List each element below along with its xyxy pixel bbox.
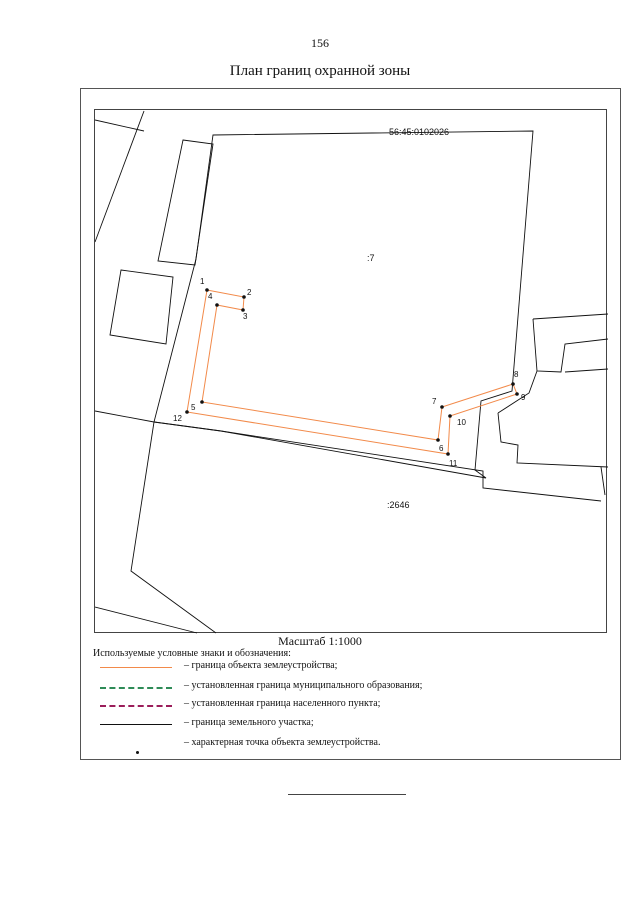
parcel-label-7: :7 xyxy=(367,253,375,263)
parcel-line xyxy=(95,606,198,634)
point-label: 12 xyxy=(173,414,182,423)
legend-text: – граница земельного участка; xyxy=(184,717,314,728)
legend-item-parcel-boundary: – граница земельного участка; xyxy=(100,717,460,733)
legend-title: Используемые условные знаки и обозначени… xyxy=(93,648,291,659)
point-label: 2 xyxy=(247,288,252,297)
scale-label: Масштаб 1:1000 xyxy=(278,634,362,648)
legend-text: – установленная граница населенного пунк… xyxy=(184,698,381,709)
point-label: 10 xyxy=(457,418,466,427)
parcel-line xyxy=(564,368,608,373)
characteristic-points xyxy=(185,288,519,456)
object-boundary-swatch xyxy=(100,667,172,668)
legend-item-municipal-boundary: – установленная граница муниципального о… xyxy=(100,680,460,696)
point-label: 7 xyxy=(432,397,437,406)
characteristic-point xyxy=(242,295,246,299)
characteristic-point xyxy=(515,392,519,396)
settlement-boundary-swatch xyxy=(100,705,172,707)
characteristic-point xyxy=(215,303,219,307)
legend-item-settlement-boundary: – установленная граница населенного пунк… xyxy=(100,698,460,714)
legend-text: – установленная граница муниципального о… xyxy=(184,680,423,691)
parcel-line xyxy=(497,370,538,414)
object-boundary xyxy=(186,289,518,455)
characteristic-point xyxy=(511,382,515,386)
point-label: 9 xyxy=(521,393,526,402)
point-label: 1 xyxy=(200,277,205,286)
characteristic-point xyxy=(436,438,440,442)
legend-text: – граница объекта землеустройства; xyxy=(184,660,338,671)
parcel-line xyxy=(95,119,145,132)
footer-rule xyxy=(288,794,406,795)
page-number: 156 xyxy=(311,36,329,50)
characteristic-point xyxy=(446,452,450,456)
parcel-line xyxy=(532,318,608,373)
point-label: 4 xyxy=(208,292,213,301)
parcel-boundary-swatch xyxy=(100,724,172,725)
characteristic-point xyxy=(440,405,444,409)
parcel-main xyxy=(153,130,534,479)
characteristic-point xyxy=(205,288,209,292)
point-label: 6 xyxy=(439,444,444,453)
legend-item-object-boundary: – граница объекта землеустройства; xyxy=(100,660,460,676)
legend-item-characteristic-point: – характерная точка объекта землеустройс… xyxy=(100,737,460,754)
point-marker-icon xyxy=(136,751,139,754)
parcel-building xyxy=(109,269,174,345)
parcel-line xyxy=(130,421,217,634)
municipal-boundary-swatch xyxy=(100,687,172,689)
page-title: План границ охранной зоны xyxy=(229,63,411,79)
parcel-line xyxy=(600,466,606,496)
parcel-line xyxy=(95,410,602,502)
parcel-line xyxy=(532,313,608,320)
cadastral-block-label: 56:45:0102026 xyxy=(389,127,449,137)
object-boundary-line xyxy=(186,289,518,455)
point-label: 8 xyxy=(514,370,519,379)
characteristic-point xyxy=(448,414,452,418)
legend-text: – характерная точка объекта землеустройс… xyxy=(184,737,381,748)
characteristic-point xyxy=(200,400,204,404)
document-frame xyxy=(80,88,621,760)
parcel-boundaries xyxy=(95,110,608,634)
parcel-label-2646: :2646 xyxy=(387,500,410,510)
point-label: 3 xyxy=(243,312,248,321)
parcel-line xyxy=(95,110,145,243)
characteristic-point xyxy=(241,308,245,312)
parcel-line xyxy=(497,412,608,468)
point-label: 11 xyxy=(449,459,458,468)
parcel-building xyxy=(157,139,214,266)
characteristic-point xyxy=(185,410,189,414)
point-label: 5 xyxy=(191,403,196,412)
